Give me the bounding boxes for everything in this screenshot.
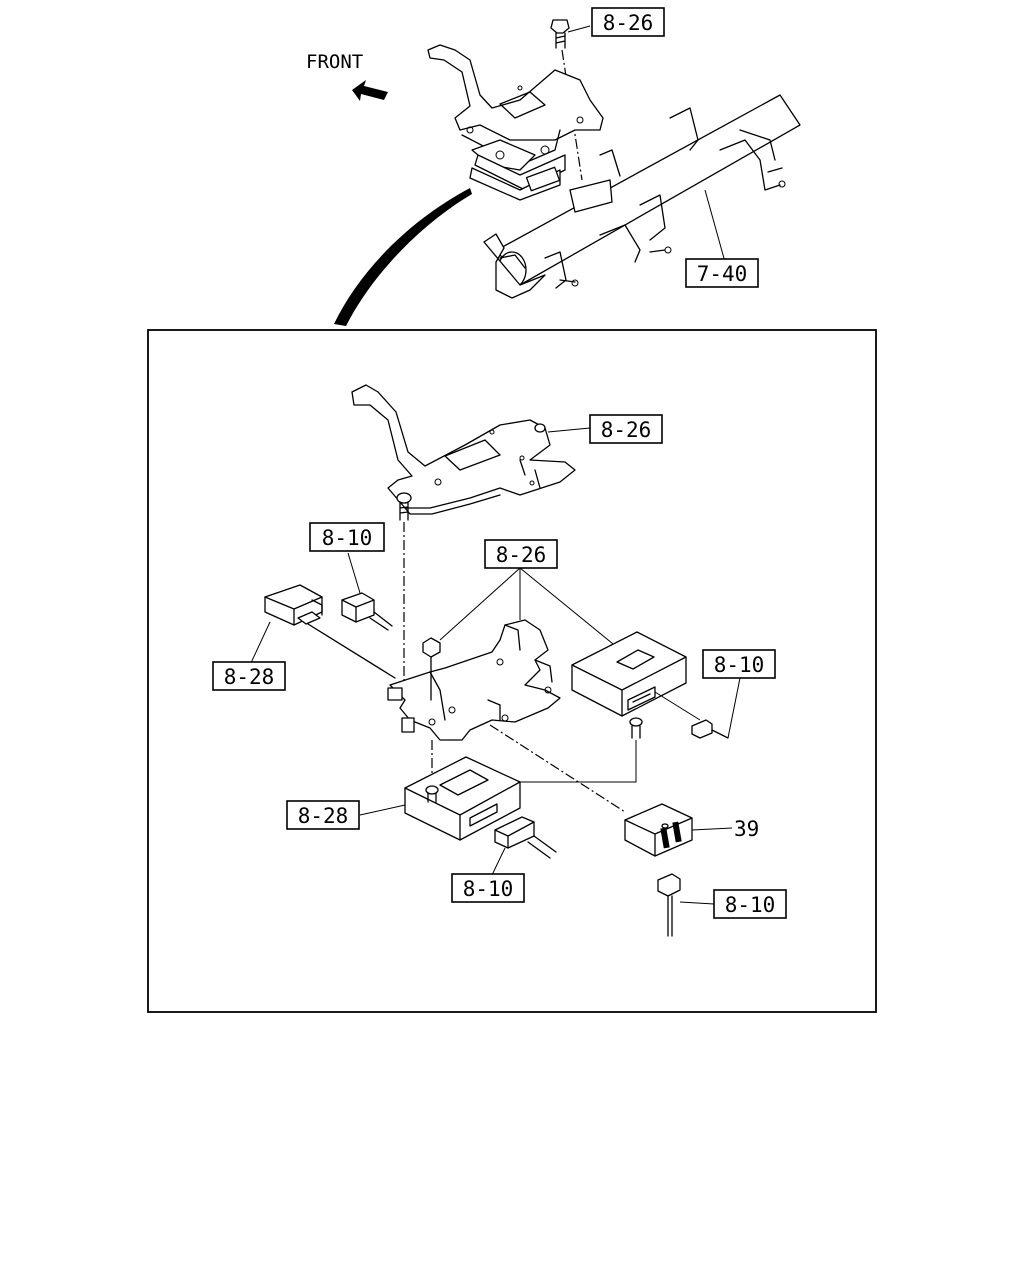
front-label: FRONT [306, 51, 363, 73]
svg-text:8-26: 8-26 [601, 418, 652, 442]
svg-text:8-10: 8-10 [322, 526, 373, 550]
svg-text:8-10: 8-10 [725, 893, 776, 917]
label-detail-bracket: 8-26 [589, 414, 663, 444]
svg-text:8-28: 8-28 [224, 665, 275, 689]
front-arrow-icon [352, 80, 388, 101]
right-connector [691, 719, 729, 739]
svg-text:8-10: 8-10 [463, 877, 514, 901]
detail-frame [147, 329, 877, 1013]
label-lower-connector: 8-10 [451, 873, 525, 903]
label-top-bracket: 8-26 [591, 7, 665, 37]
label-right-connector: 8-10 [702, 649, 776, 679]
lower-connector [494, 816, 557, 859]
lower-module [404, 756, 521, 841]
label-left-connector: 8-10 [309, 522, 385, 552]
svg-text:8-26: 8-26 [496, 543, 547, 567]
detail-callout-arrow [334, 188, 472, 326]
left-connector [341, 592, 393, 631]
svg-text:8-28: 8-28 [298, 804, 349, 828]
front-direction-indicator: FRONT [306, 51, 388, 101]
top-bracket-assembly [427, 44, 604, 201]
label-relay: 39 [734, 817, 759, 841]
center-bracket [387, 619, 561, 741]
relay-connector [657, 873, 681, 937]
label-relay-connector: 8-10 [713, 889, 787, 919]
label-left-module: 8-28 [212, 661, 286, 691]
right-bolt [629, 717, 643, 739]
top-bolt [550, 19, 583, 181]
bracket-nut [422, 637, 441, 701]
svg-text:8-10: 8-10 [714, 653, 765, 677]
label-lower-module: 8-28 [286, 800, 360, 830]
svg-text:7-40: 7-40 [697, 262, 748, 286]
left-module [264, 584, 323, 626]
right-ecu-module [571, 631, 687, 717]
svg-text:8-26: 8-26 [603, 11, 654, 35]
detail-bracket [351, 384, 576, 521]
svg-text:39: 39 [734, 817, 759, 841]
label-fasteners: 8-26 [484, 539, 558, 569]
relay-39 [624, 803, 693, 857]
label-crossmember: 7-40 [685, 258, 759, 288]
crossmember-beam [483, 94, 801, 299]
